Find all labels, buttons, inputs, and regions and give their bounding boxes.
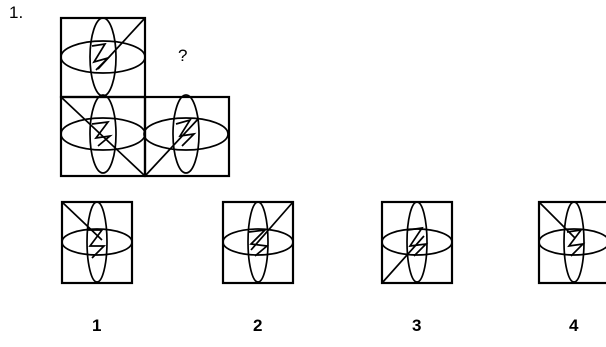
option-figure-2[interactable] [221,200,297,286]
option-label-4: 4 [569,316,578,336]
option-figure-3[interactable] [380,200,456,286]
grid-cell-bottom-right [144,95,229,176]
option-label-2: 2 [253,316,262,336]
option-figure-1[interactable] [60,200,136,286]
grid-cell-bottom-left [61,95,145,176]
option-label-3: 3 [412,316,421,336]
option-figure-4[interactable] [537,200,606,286]
grid-cell-top-left [61,18,145,97]
missing-cell-mark: ? [178,46,187,66]
option-label-1: 1 [92,316,101,336]
